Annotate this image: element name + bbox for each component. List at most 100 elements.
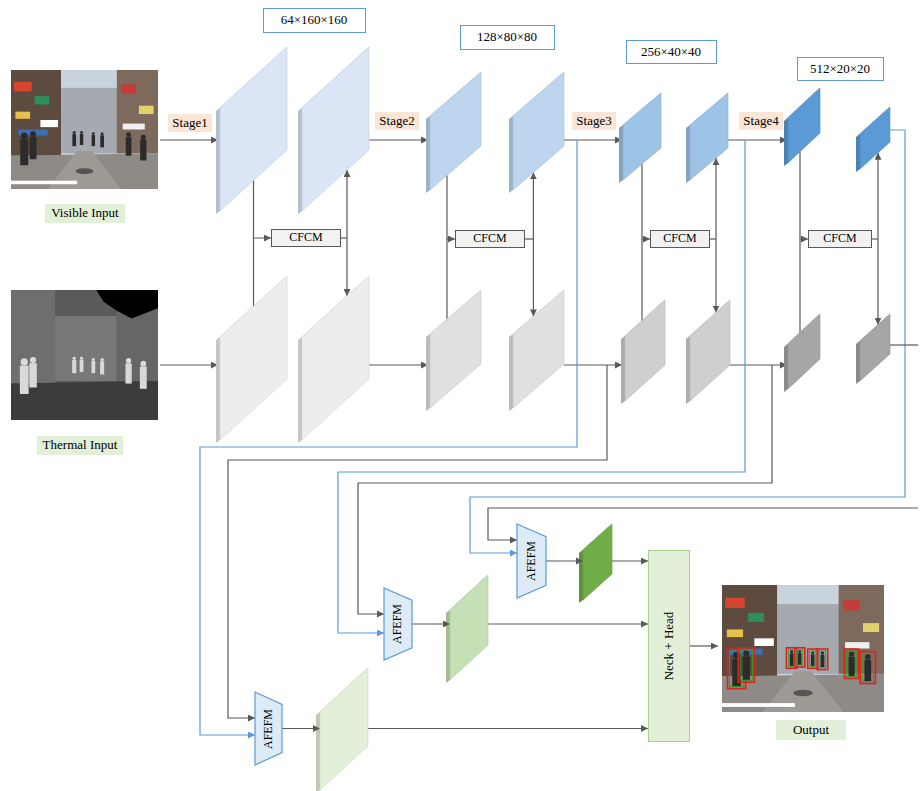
right-building bbox=[839, 585, 884, 674]
pedestrian-head bbox=[73, 357, 76, 360]
dimension-box-content: 256×40×40 bbox=[641, 45, 701, 60]
pedestrian-head bbox=[126, 358, 131, 363]
visible-feature-wire bbox=[200, 140, 577, 735]
stage-arrow bbox=[728, 364, 787, 365]
pedestrian-head bbox=[80, 357, 83, 360]
input-label-content: Visible Input bbox=[51, 206, 118, 221]
cfcm-input-wire bbox=[446, 239, 447, 319]
visible-feature-map-side bbox=[298, 108, 302, 214]
pedestrian-body bbox=[72, 360, 76, 373]
stage-label: Stage2 bbox=[375, 112, 418, 131]
stage-arrow bbox=[728, 139, 787, 140]
cfcm-output-wire bbox=[715, 158, 716, 239]
detection-box-red bbox=[738, 648, 754, 682]
cfcm-box-content: CFCM bbox=[289, 231, 322, 245]
stage-text: Stage3 bbox=[576, 114, 611, 129]
pedestrian-body bbox=[100, 135, 104, 147]
module-text: CFCM bbox=[289, 231, 322, 245]
cfcm-box-content: CFCM bbox=[823, 232, 856, 246]
thermal-dark-region bbox=[96, 290, 158, 319]
thermal-image bbox=[11, 290, 158, 420]
pedestrian-head bbox=[141, 135, 146, 140]
fused-map-arrowhead bbox=[576, 558, 583, 565]
neck-head-box-content: Neck + Head bbox=[662, 612, 677, 681]
detection-box-green bbox=[797, 650, 803, 665]
thermal-feature-map bbox=[430, 290, 481, 408]
thermal-feature-wire bbox=[890, 344, 918, 345]
pedestrian-body bbox=[125, 363, 131, 383]
thermal-feature-map bbox=[513, 290, 564, 408]
thermal-feature-map-side bbox=[509, 334, 513, 411]
pedestrian-head bbox=[140, 361, 146, 367]
cfcm-box: CFCM bbox=[808, 230, 872, 248]
cfcm-box: CFCM bbox=[650, 230, 710, 248]
trapezoid-shape bbox=[255, 692, 282, 765]
cfcm-input-wire bbox=[642, 164, 650, 239]
thermal-feature-wire bbox=[358, 365, 772, 614]
cfcm-input-wire bbox=[641, 239, 642, 321]
pedestrian-body bbox=[811, 654, 815, 666]
thermal-feature-map bbox=[220, 276, 287, 440]
visible-feature-map-side bbox=[509, 116, 513, 193]
module-text: AFEFM bbox=[262, 708, 276, 748]
pedestrian-head bbox=[733, 652, 740, 659]
thermal-feature-map-side bbox=[426, 334, 430, 411]
pedestrian-body bbox=[80, 134, 83, 145]
module-text: AFEFM bbox=[391, 604, 405, 644]
afefm-module-content: AFEFM bbox=[391, 604, 405, 644]
thermal-feature-map-side bbox=[856, 341, 860, 384]
visible-feature-map bbox=[302, 47, 369, 211]
road-marking bbox=[11, 181, 77, 185]
dimension-box-content: 128×80×80 bbox=[477, 30, 537, 45]
stage-label: Stage1 bbox=[168, 114, 211, 133]
pedestrian-body bbox=[790, 653, 794, 666]
thermal-feature-map-side bbox=[216, 337, 220, 443]
dimension-box-content: 512×20×20 bbox=[810, 62, 870, 77]
pedestrian-body bbox=[92, 135, 95, 146]
detection-box-red bbox=[845, 649, 859, 678]
shop-sign bbox=[121, 84, 136, 94]
dimension-box-content: 64×160×160 bbox=[281, 13, 348, 28]
pedestrian-head bbox=[30, 131, 36, 137]
pedestrian-body bbox=[30, 137, 37, 159]
manhole bbox=[76, 168, 94, 174]
dimension-box: 128×80×80 bbox=[460, 25, 555, 50]
dimension-text: 256×40×40 bbox=[641, 45, 701, 60]
detection-box-green bbox=[810, 651, 816, 666]
cfcm-input-wire bbox=[253, 238, 254, 307]
shop-sign bbox=[15, 112, 30, 119]
visible-feature-map bbox=[860, 107, 890, 169]
pedestrian-body bbox=[20, 366, 29, 394]
shop-sign bbox=[727, 629, 743, 637]
stage-arrow bbox=[160, 364, 218, 365]
visible-feature-wire bbox=[470, 130, 905, 553]
module-text: CFCM bbox=[823, 232, 856, 246]
road-marking bbox=[722, 703, 795, 707]
pedestrian-head bbox=[743, 650, 749, 656]
input-label: Visible Input bbox=[45, 204, 124, 223]
output-arrow bbox=[690, 645, 718, 646]
detection-box-green bbox=[740, 650, 752, 680]
pedestrian-body bbox=[864, 660, 871, 682]
pedestrian-head bbox=[92, 358, 95, 361]
module-text: Neck + Head bbox=[662, 612, 677, 681]
visible-feature-map-side bbox=[856, 134, 860, 172]
thermal-feature-map bbox=[860, 314, 890, 381]
pedestrian-body bbox=[100, 361, 104, 374]
detection-box-red bbox=[817, 649, 828, 670]
visible-feature-map-side bbox=[784, 118, 788, 166]
stage-label-content: Stage2 bbox=[379, 114, 414, 129]
fused-feature-map-side bbox=[446, 610, 450, 683]
pedestrian-body bbox=[80, 360, 84, 372]
dimension-text: 128×80×80 bbox=[477, 30, 537, 45]
detection-box-green bbox=[862, 654, 873, 682]
manhole bbox=[793, 690, 812, 696]
fused-feature-map-side bbox=[579, 550, 583, 603]
pedestrian-body bbox=[140, 140, 146, 160]
detection-box-green bbox=[847, 651, 857, 676]
shop-sign bbox=[40, 120, 58, 127]
pedestrian-body bbox=[798, 653, 802, 665]
thermal-far-building bbox=[55, 316, 117, 381]
fused-map-arrowhead bbox=[313, 725, 320, 732]
